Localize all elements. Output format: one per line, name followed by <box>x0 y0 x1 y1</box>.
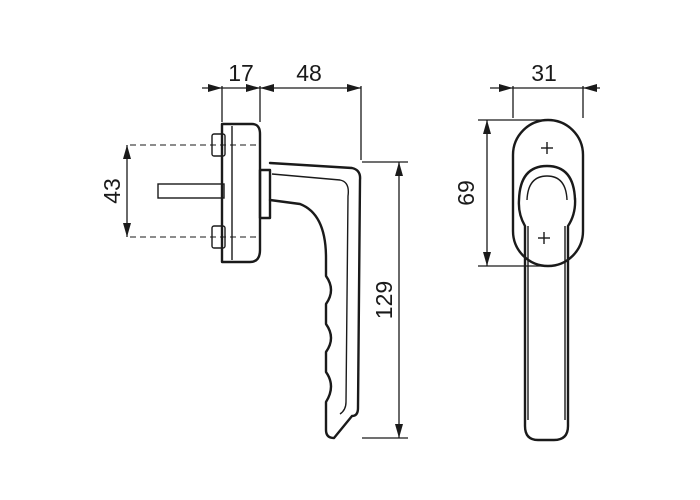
side-view-dimensions: 17 48 43 129 <box>99 60 408 439</box>
handle-front <box>517 164 577 442</box>
screw-cross-bottom <box>538 232 550 244</box>
spindle <box>157 183 225 199</box>
front-view-dimensions: 31 69 <box>453 60 600 267</box>
screw-cross-top <box>541 142 553 154</box>
front-view <box>511 118 585 442</box>
dim-label-129: 129 <box>371 281 397 319</box>
dim-label-43: 43 <box>99 178 125 204</box>
handle-side-inner <box>271 173 350 415</box>
dim-label-69: 69 <box>453 180 479 206</box>
dim-label-31: 31 <box>531 60 557 86</box>
rosette-side <box>220 122 262 264</box>
handle-neck <box>258 168 272 220</box>
handle-side <box>268 161 362 440</box>
dim-label-17: 17 <box>228 60 254 86</box>
rosette-front <box>511 118 585 268</box>
side-view <box>130 122 362 440</box>
handle-front-inner <box>526 175 568 201</box>
dim-label-48: 48 <box>296 60 322 86</box>
